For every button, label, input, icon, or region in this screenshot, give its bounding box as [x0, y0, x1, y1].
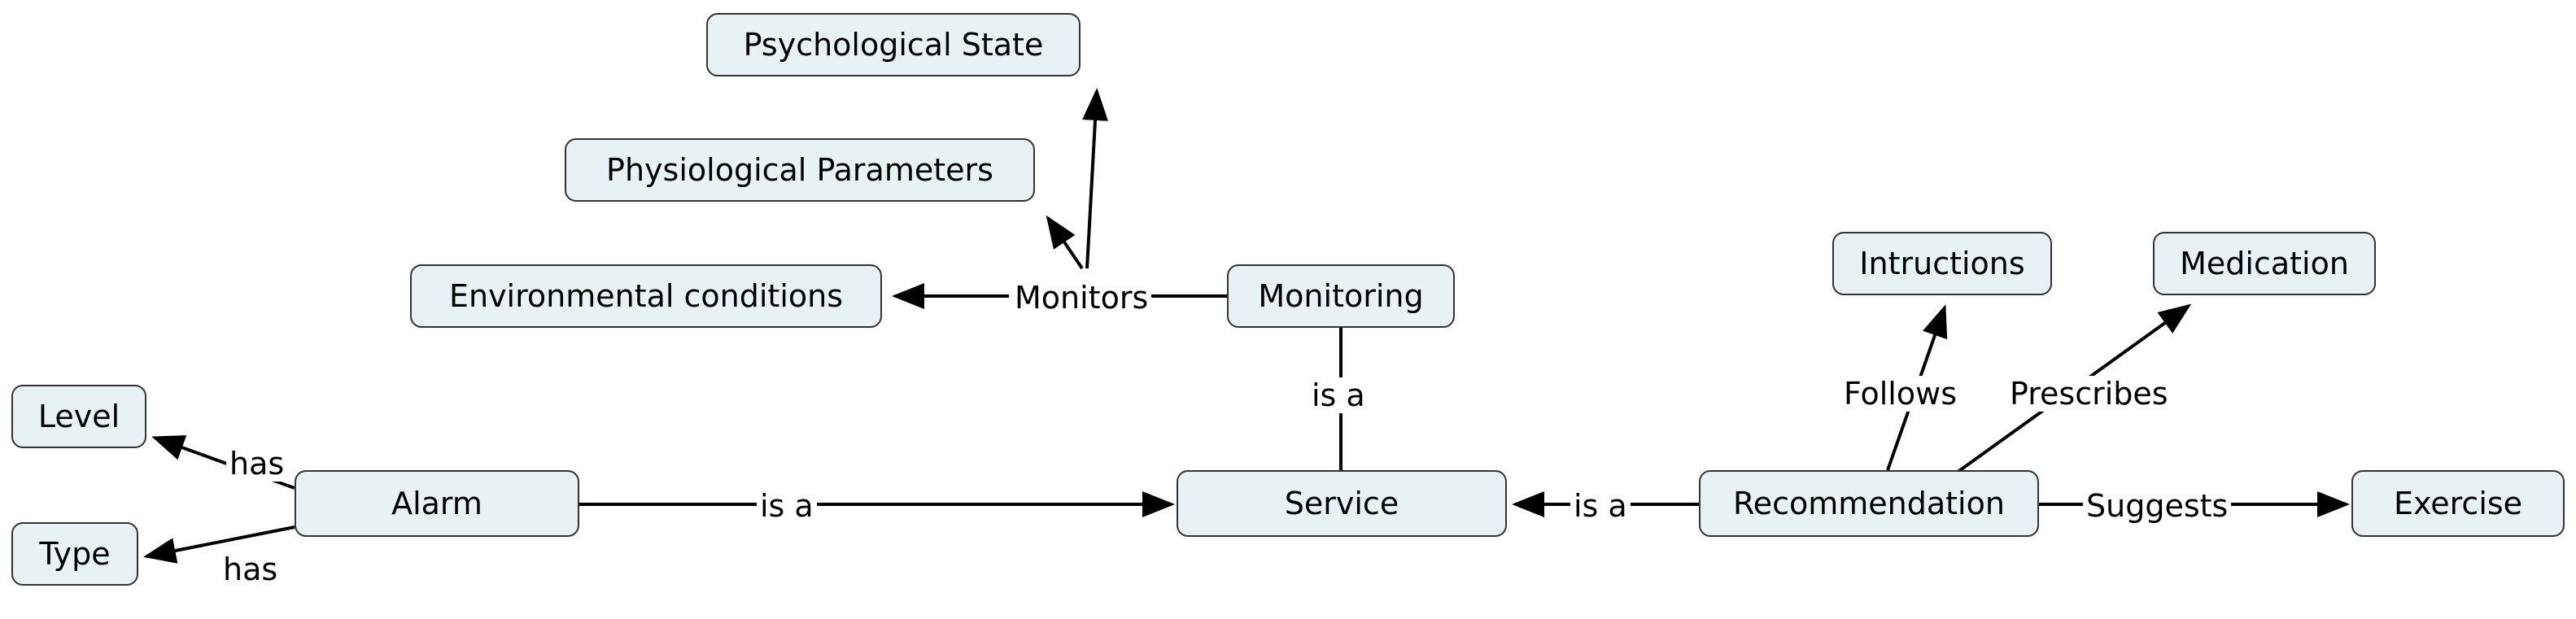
- node-label: Monitoring: [1258, 278, 1424, 314]
- node-level[interactable]: Level: [11, 385, 146, 448]
- edge-label-has-type: has: [220, 551, 282, 587]
- node-label: Physiological Parameters: [606, 152, 993, 188]
- edge-alarm-type: [143, 525, 295, 564]
- edge-label-is-a-monitoring: is a: [1308, 377, 1369, 413]
- edge-label-suggests: Suggests: [2083, 488, 2232, 524]
- node-label: Recommendation: [1733, 486, 2005, 521]
- edge-monitors-psychological: [1082, 88, 1108, 269]
- node-environmental-conditions[interactable]: Environmental conditions: [410, 264, 882, 328]
- node-intructions[interactable]: Intructions: [1832, 232, 2052, 295]
- edge-label-prescribes: Prescribes: [2006, 376, 2172, 412]
- node-service[interactable]: Service: [1177, 470, 1507, 537]
- node-label: Level: [37, 399, 120, 434]
- node-label: Exercise: [2393, 486, 2523, 521]
- edge-label-follows: Follows: [1840, 376, 1960, 412]
- node-label: Medication: [2180, 246, 2349, 281]
- node-recommendation[interactable]: Recommendation: [1699, 470, 2039, 537]
- node-psychological-state[interactable]: Psychological State: [706, 13, 1081, 76]
- node-monitoring[interactable]: Monitoring: [1227, 264, 1455, 328]
- edge-monitors-physiological: [1046, 215, 1084, 270]
- node-label: Service: [1284, 486, 1399, 521]
- node-type[interactable]: Type: [11, 522, 138, 586]
- node-label: Intructions: [1859, 246, 2025, 281]
- node-label: Psychological State: [743, 27, 1044, 63]
- node-medication[interactable]: Medication: [2153, 232, 2376, 295]
- node-label: Environmental conditions: [448, 278, 844, 314]
- edge-label-is-a-recommendation: is a: [1570, 488, 1631, 524]
- node-physiological-parameters[interactable]: Physiological Parameters: [565, 138, 1035, 202]
- node-label: Alarm: [391, 486, 482, 521]
- node-alarm[interactable]: Alarm: [295, 470, 579, 537]
- node-label: Type: [39, 536, 111, 572]
- edge-label-is-a-alarm: is a: [757, 488, 817, 524]
- edge-label-has-level: has: [226, 446, 288, 482]
- edge-label-monitors: Monitors: [1011, 280, 1152, 316]
- node-exercise[interactable]: Exercise: [2351, 470, 2565, 537]
